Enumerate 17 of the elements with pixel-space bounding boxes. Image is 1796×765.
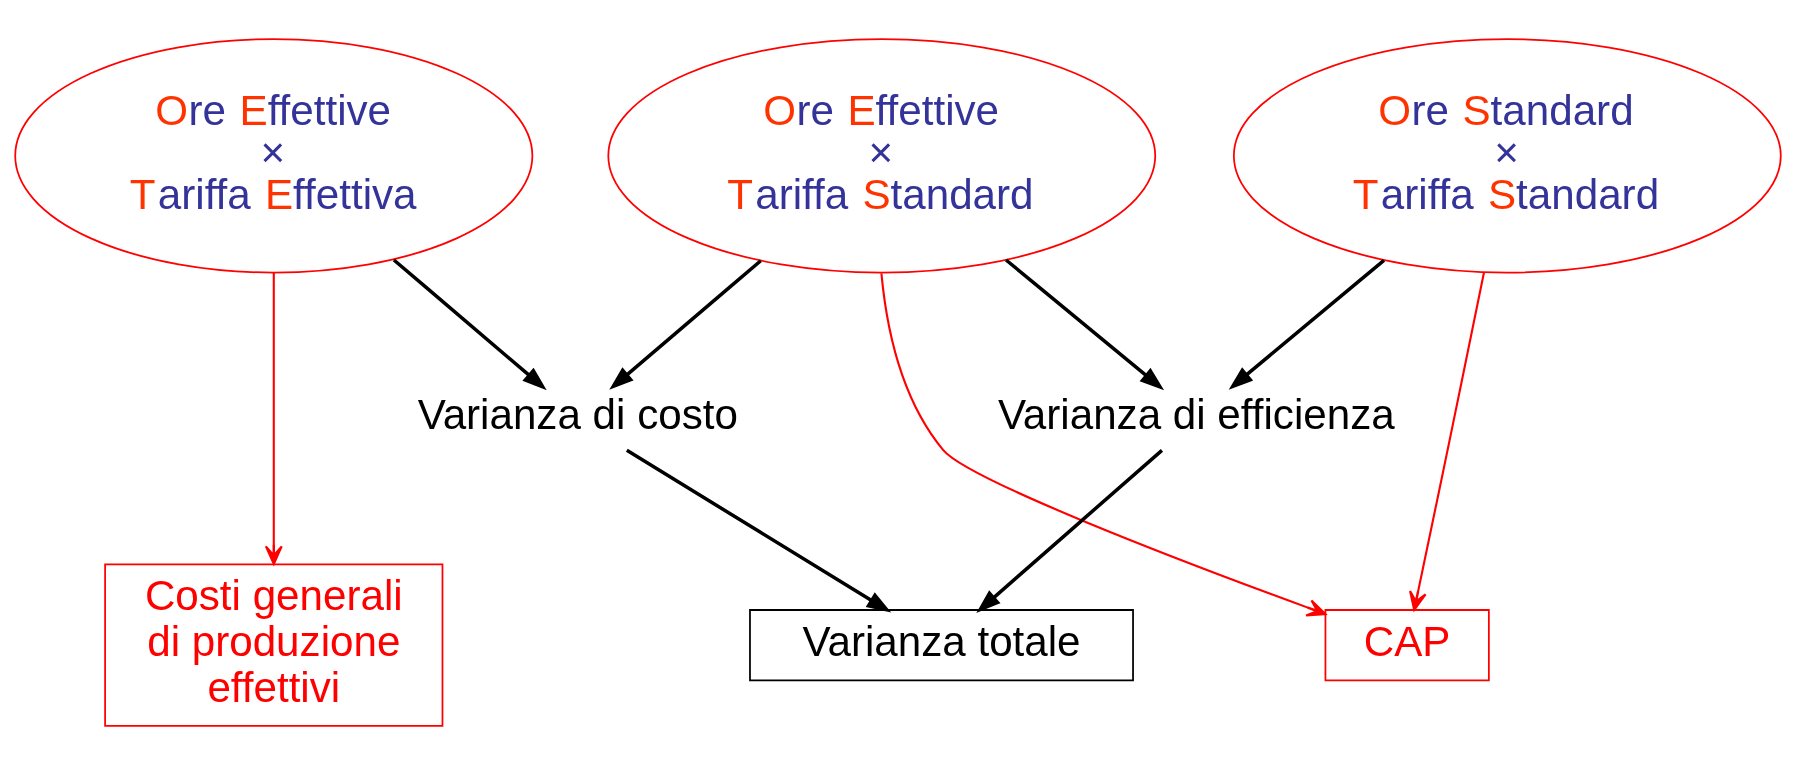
arrow — [609, 259, 762, 390]
node-ellipse: Ore Standard × Tariffa Standard — [1232, 38, 1782, 274]
node-box: CAP — [1324, 609, 1490, 682]
node-text: Varianza di costo — [417, 391, 738, 439]
node-ellipse: Ore Effettive × Tariffa Effettiva — [14, 38, 534, 274]
node-box: Costi generali di produzione effettivi — [104, 563, 444, 727]
arrow — [264, 272, 283, 566]
arrow — [392, 258, 547, 391]
node-text: Varianza di efficienza — [997, 391, 1395, 439]
node-ellipse: Ore Effettive × Tariffa Standard — [607, 38, 1157, 274]
node-box: Varianza totale — [749, 609, 1134, 682]
arrow — [976, 449, 1164, 613]
arrow — [1409, 272, 1486, 611]
arrow — [880, 273, 1327, 617]
arrow — [1004, 258, 1165, 391]
arrow — [1228, 259, 1386, 390]
arrow — [625, 448, 892, 613]
